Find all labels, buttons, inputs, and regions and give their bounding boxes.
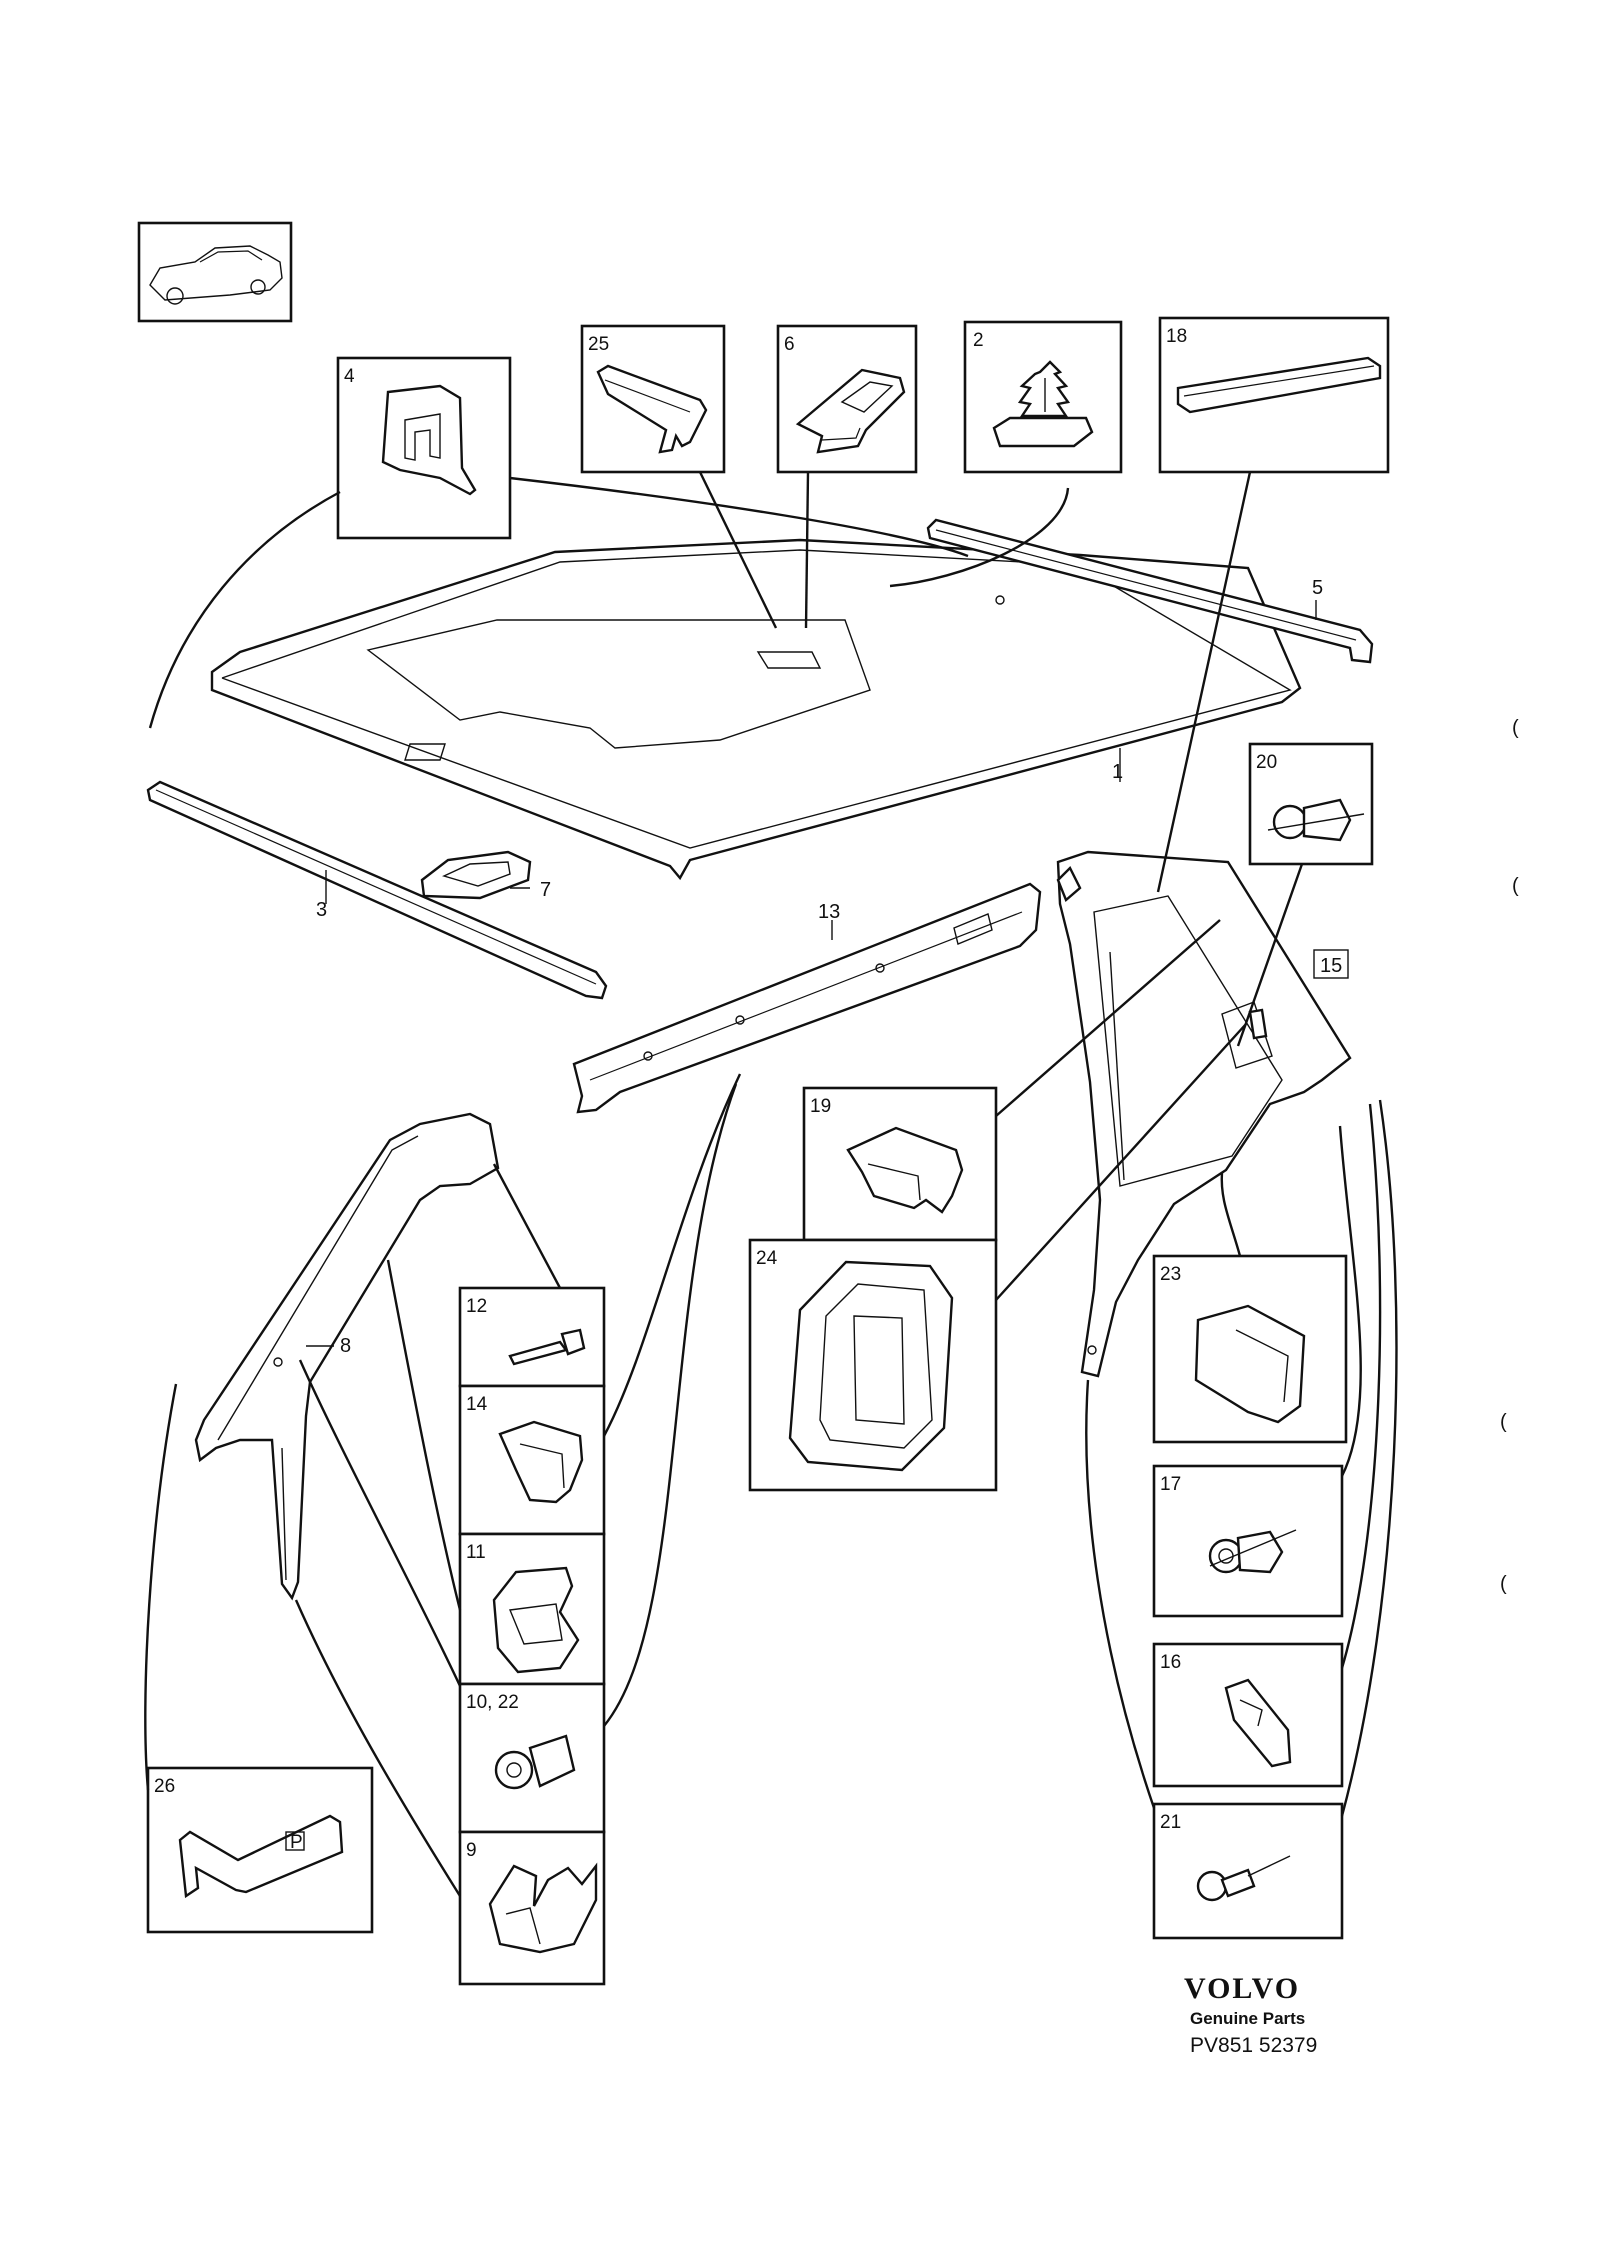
callout-18: 18 [1166, 326, 1187, 347]
detail-box-26: 26 P [146, 1766, 374, 1934]
callout-8: 8 [340, 1335, 351, 1357]
callout-10-22: 10, 22 [466, 1692, 519, 1713]
illustration-code: PV851 52379 [1190, 2034, 1317, 2057]
callout-23: 23 [1160, 1264, 1181, 1285]
trim-part-13 [572, 882, 1042, 1114]
margin-mark: ( [1512, 875, 1519, 897]
callout-6: 6 [784, 334, 795, 355]
margin-mark: ( [1500, 1411, 1507, 1433]
brand-block: VOLVO Genuine Parts PV851 52379 [1184, 1972, 1317, 2057]
rail-part-3 [146, 780, 608, 1000]
callout-19: 19 [810, 1096, 831, 1117]
rail-part-5 [926, 518, 1374, 664]
callout-24: 24 [756, 1248, 778, 1269]
callout-1: 1 [1112, 761, 1123, 783]
detail-box-19: 19 [802, 1086, 998, 1242]
detail-box-14: 14 [458, 1384, 606, 1536]
callout-14: 14 [466, 1394, 488, 1415]
volvo-logo: VOLVO [1184, 1972, 1300, 2005]
detail-box-18: 18 [1158, 316, 1390, 474]
detail-box-17: 17 [1152, 1464, 1344, 1618]
pillar-trim-part-8 [194, 1112, 500, 1601]
callout-11: 11 [466, 1542, 486, 1563]
margin-mark: ( [1500, 1573, 1507, 1595]
callout-17: 17 [1160, 1474, 1181, 1495]
detail-box-24: 24 [748, 1238, 998, 1492]
callout-15: 15 [1320, 955, 1342, 977]
vehicle-thumbnail [137, 221, 293, 323]
detail-box-21: 21 [1152, 1802, 1344, 1940]
callout-5: 5 [1312, 577, 1323, 599]
callout-20: 20 [1256, 752, 1277, 773]
callout-9: 9 [466, 1840, 477, 1861]
callout-7: 7 [540, 879, 551, 901]
callout-16: 16 [1160, 1652, 1181, 1673]
detail-box-23: 23 [1152, 1254, 1348, 1444]
detail-box-2: 2 [963, 320, 1123, 474]
callout-4: 4 [344, 366, 355, 387]
detail-box-6: 6 [776, 324, 918, 474]
detail-box-4: 4 [336, 356, 512, 540]
callout-3: 3 [316, 899, 327, 921]
callout-21: 21 [1160, 1812, 1181, 1833]
headliner-part-1 [210, 538, 1302, 881]
callout-25: 25 [588, 334, 609, 355]
detail-letter-p: P [290, 1832, 303, 1853]
callout-2: 2 [973, 330, 984, 351]
leader-lines [144, 471, 1398, 1897]
margin-mark: ( [1512, 717, 1519, 739]
detail-box-9: 9 [458, 1830, 606, 1986]
detail-box-16: 16 [1152, 1642, 1344, 1788]
callout-13: 13 [818, 901, 840, 923]
brand-subtitle: Genuine Parts [1190, 2009, 1305, 2028]
pillar-trim-part-15 [1056, 850, 1352, 1378]
detail-box-12: 12 [458, 1286, 606, 1388]
detail-box-20: 20 [1248, 742, 1374, 866]
callout-26: 26 [154, 1776, 175, 1797]
callout-12: 12 [466, 1296, 487, 1317]
detail-box-10-22: 10, 22 [458, 1682, 606, 1834]
detail-box-25: 25 [580, 324, 726, 474]
detail-box-11: 11 [458, 1532, 606, 1686]
lamp-part-7 [420, 850, 532, 900]
